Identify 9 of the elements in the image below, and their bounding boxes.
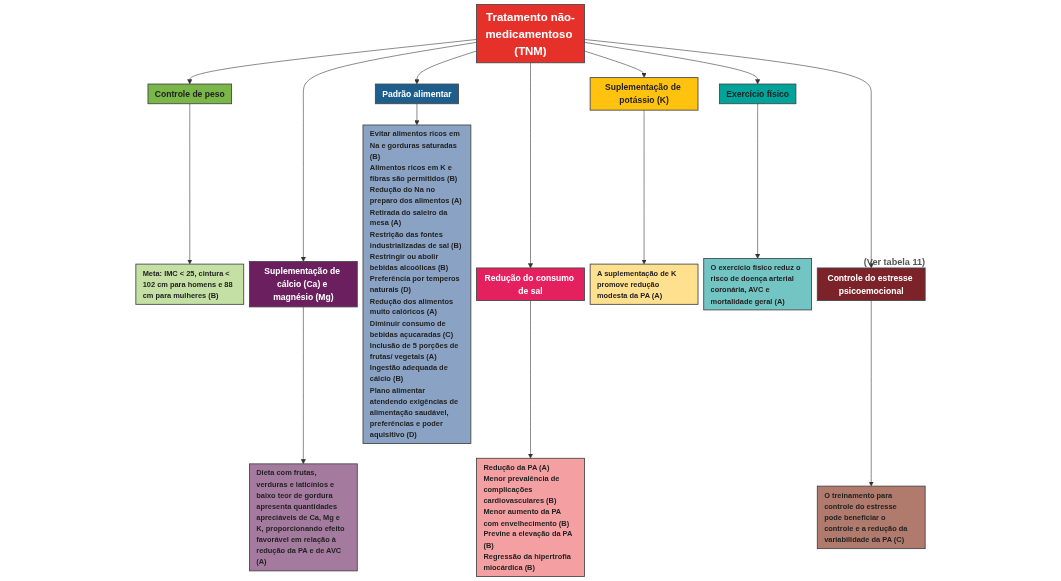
node-box: Redução do consumo de sal bbox=[476, 267, 585, 301]
node-box: Controle de peso bbox=[147, 83, 232, 105]
node-box: Padrão alimentar bbox=[374, 83, 459, 105]
node-box: Suplementação de cálcio (Ca) e magnésio (Mg) bbox=[249, 261, 358, 308]
node-box: Exercício físico bbox=[718, 83, 797, 105]
node-box: Suplementação de potássio (K) bbox=[589, 77, 699, 111]
note-text: (Ver tabela 11) bbox=[863, 257, 926, 268]
node-box: Tratamento não-medicamentoso (TNM) bbox=[476, 4, 585, 64]
node-box: Controle do estresse psicoemocional bbox=[816, 267, 926, 301]
